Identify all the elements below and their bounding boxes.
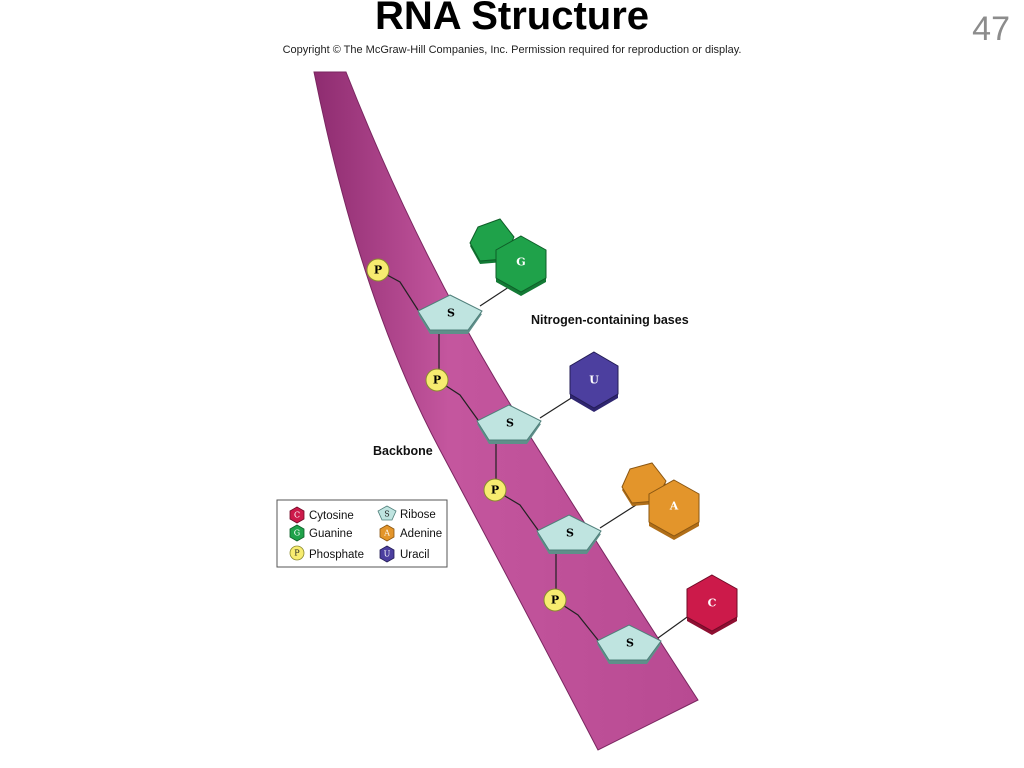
legend-guanine: G Guanine	[289, 524, 352, 542]
legend-uracil: U Uracil	[379, 545, 429, 563]
ribose-sugar: S	[476, 404, 542, 444]
uracil-base: U	[569, 351, 619, 412]
svg-text:U: U	[384, 550, 391, 559]
svg-text:Uracil: Uracil	[400, 549, 429, 561]
svg-text:C: C	[294, 511, 300, 520]
svg-text:S: S	[384, 510, 389, 519]
legend: C Cytosine G Guanine P Phosphate S Ribos…	[276, 499, 448, 568]
copyright-notice: Copyright © The McGraw-Hill Companies, I…	[282, 44, 742, 56]
backbone-label: Backbone	[373, 444, 433, 458]
svg-text:C: C	[708, 597, 717, 610]
svg-text:P: P	[294, 549, 300, 558]
adenine-base: A	[621, 462, 700, 540]
svg-text:P: P	[433, 374, 441, 387]
svg-text:U: U	[589, 374, 599, 387]
svg-text:A: A	[669, 500, 679, 513]
bases-label: Nitrogen-containing bases	[531, 313, 689, 327]
ribose-sugar: S	[596, 624, 662, 664]
svg-text:S: S	[626, 637, 634, 650]
svg-text:G: G	[294, 529, 300, 538]
phosphate-node: P	[543, 588, 567, 612]
slide-title: RNA Structure	[374, 0, 650, 38]
svg-text:A: A	[383, 529, 390, 538]
svg-text:S: S	[447, 307, 455, 320]
phosphate-node: P	[425, 368, 449, 392]
svg-text:Phosphate: Phosphate	[309, 549, 364, 561]
svg-text:P: P	[374, 264, 382, 277]
svg-text:S: S	[566, 527, 574, 540]
svg-text:Cytosine: Cytosine	[309, 510, 354, 522]
legend-ribose: S Ribose	[377, 505, 436, 521]
guanine-base: G	[469, 218, 547, 296]
slide-number: 47	[972, 10, 1010, 48]
svg-text:G: G	[516, 256, 525, 269]
svg-text:Adenine: Adenine	[400, 528, 442, 540]
ribose-sugar: S	[417, 294, 483, 334]
legend-adenine: A Adenine	[379, 524, 442, 542]
svg-text:Guanine: Guanine	[309, 528, 352, 540]
cytosine-base: C	[686, 574, 738, 635]
legend-cytosine: C Cytosine	[289, 506, 354, 524]
svg-text:P: P	[551, 594, 559, 607]
svg-text:Ribose: Ribose	[400, 509, 436, 521]
svg-text:P: P	[491, 484, 499, 497]
phosphate-node: P	[483, 478, 507, 502]
phosphate-node: P	[366, 258, 390, 282]
svg-text:S: S	[506, 417, 514, 430]
legend-phosphate: P Phosphate	[289, 545, 364, 561]
ribose-sugar: S	[536, 514, 602, 554]
